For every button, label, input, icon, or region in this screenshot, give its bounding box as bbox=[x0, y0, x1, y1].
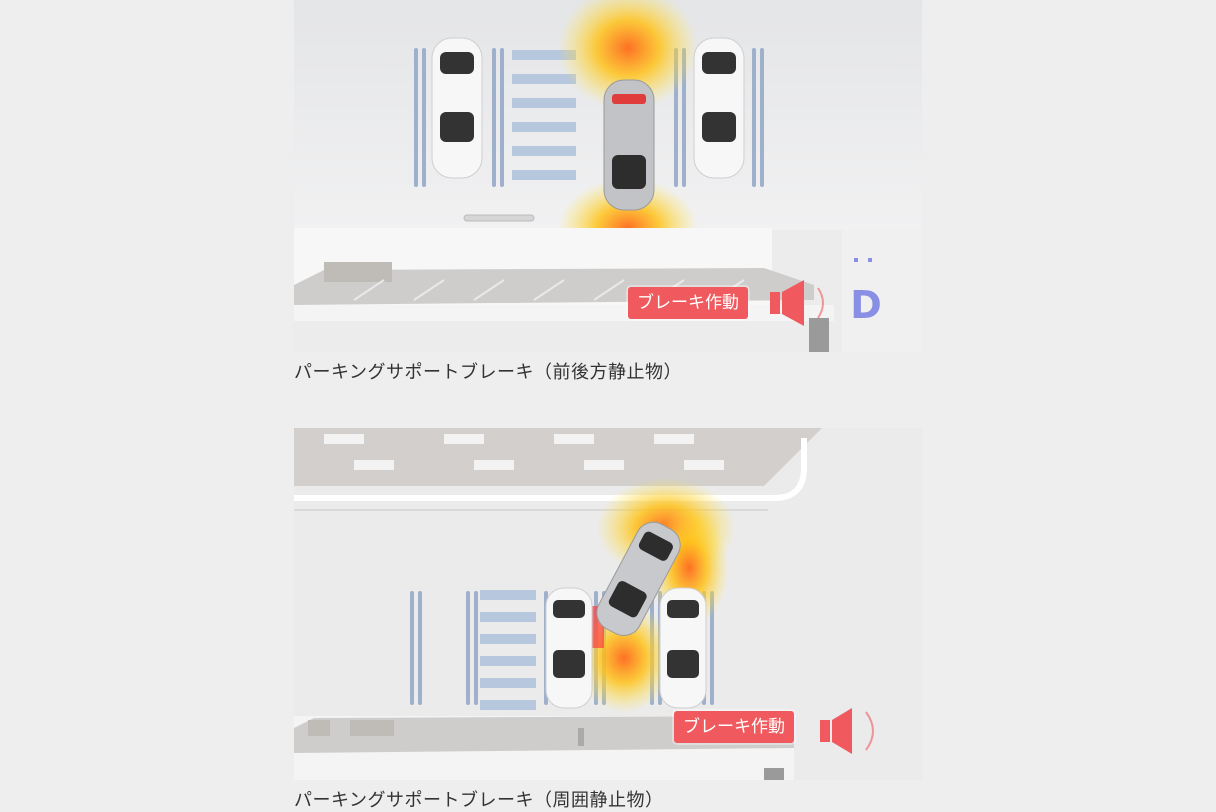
own-car bbox=[596, 521, 681, 636]
brake-activated-badge-2: ブレーキ作動 bbox=[674, 711, 794, 743]
scene-surrounding-illustration: ブレーキ作動 bbox=[294, 428, 922, 780]
speaker-icon bbox=[770, 280, 824, 326]
gear-indicator-text: D bbox=[850, 283, 882, 327]
own-car bbox=[603, 79, 655, 211]
speaker-icon bbox=[820, 708, 874, 754]
scene-front-rear-illustration: D ブレーキ作動 bbox=[294, 0, 922, 352]
gear-indicator-icon: D bbox=[850, 258, 882, 327]
caption-surrounding: パーキングサポートブレーキ（周囲静止物） bbox=[294, 790, 664, 811]
brake-activated-badge-1: ブレーキ作動 bbox=[628, 287, 748, 319]
parked-car-left bbox=[545, 587, 593, 709]
caption-front-rear: パーキングサポートブレーキ（前後方静止物） bbox=[294, 362, 682, 383]
parked-car-right bbox=[693, 37, 745, 179]
parking-lot-illustration-2 bbox=[294, 428, 922, 780]
parked-car-right bbox=[659, 587, 707, 709]
parked-car-left bbox=[431, 37, 483, 179]
parking-lot-illustration-1: D bbox=[294, 0, 922, 352]
